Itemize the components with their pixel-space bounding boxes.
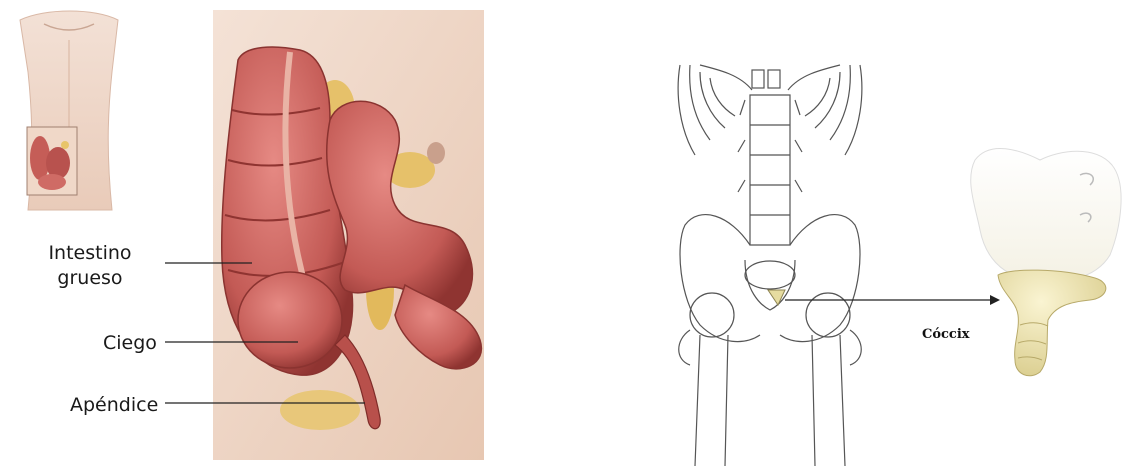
skeleton-illustration [678,65,862,466]
coccyx-closeup [971,148,1121,375]
intestine-illustration [213,10,484,460]
label-coccix: Cóccix [922,327,970,342]
coccix-arrow [785,295,1000,305]
label-intestino-line1: Intestino [40,241,140,266]
label-ciego: Ciego [103,331,157,356]
label-apendice: Apéndice [70,393,158,418]
label-intestino-line2: grueso [40,266,140,291]
label-intestino-grueso: Intestino grueso [40,241,140,291]
coccyx-marker [768,290,785,305]
torso-thumbnail [20,11,118,210]
